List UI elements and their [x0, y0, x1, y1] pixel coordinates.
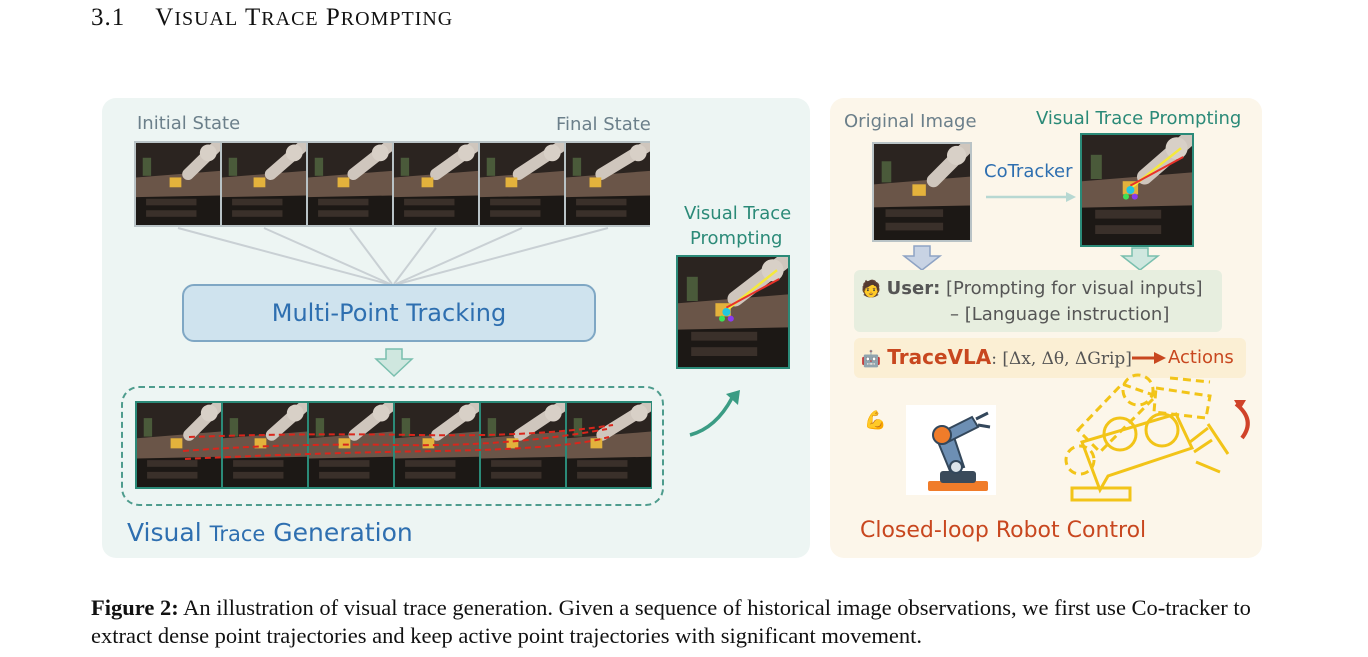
frame-thumbnail	[222, 143, 306, 225]
section-number: 3.1	[91, 4, 126, 31]
heading-p: P	[325, 4, 341, 31]
heading-v-rest: ISUAL	[174, 8, 239, 30]
heading-p-rest: ROMPTING	[340, 8, 454, 30]
original-image-label: Original Image	[844, 111, 977, 132]
frame-thumbnail	[566, 143, 650, 225]
trace-generation-box	[121, 386, 664, 506]
robot-scene-photo	[874, 142, 972, 240]
cotracker-label: CoTracker	[984, 161, 1073, 182]
robot-scene-photo	[1082, 132, 1195, 245]
robot-scene-photo	[136, 143, 220, 225]
tracevla-line: 🤖 TraceVLA: [Δx, Δθ, ΔGrip]	[861, 345, 1132, 369]
robot-scene-photo	[678, 254, 791, 367]
trace-down-arrow-icon	[1119, 247, 1161, 271]
section-heading: 3.1 VISUAL TRACE PROMPTING	[91, 4, 453, 32]
user-laptop-icon: 🧑	[861, 279, 881, 298]
converging-lines	[177, 227, 609, 285]
frame-thumbnail	[480, 143, 564, 225]
tracevla-label: TraceVLA	[887, 345, 992, 369]
figure-caption: Figure 2: An illustration of visual trac…	[91, 594, 1291, 650]
tracevla-box	[854, 338, 1246, 378]
original-image-frame	[872, 142, 972, 242]
generation-visual: Visual	[127, 518, 202, 547]
user-line1-text: [Prompting for visual inputs]	[946, 278, 1203, 299]
tracking-label: Multi-Point Tracking	[271, 299, 507, 327]
prompt-label-line2: Prompting	[690, 228, 783, 249]
heading-t: T	[245, 4, 262, 31]
frame-thumbnail	[481, 403, 565, 487]
caption-text: An illustration of visual trace generati…	[91, 595, 1251, 648]
robot-arm-sketch	[1064, 373, 1250, 502]
closed-loop-title: Closed-loop Robot Control	[860, 518, 1147, 543]
generation-word: Generation	[273, 518, 413, 547]
original-down-arrow-icon	[901, 245, 943, 271]
robot-scene-photo	[481, 403, 565, 487]
left-prompt-frame	[676, 254, 791, 369]
robot-scene-photo	[137, 403, 221, 487]
visual-trace-prompting-label: Visual Trace Prompting	[1036, 108, 1242, 129]
user-label: User:	[886, 278, 941, 299]
robot-scene-photo	[394, 143, 478, 225]
left-panel-connectors	[177, 227, 740, 437]
trace-overlay	[182, 424, 614, 460]
robot-scene-photo	[480, 143, 564, 225]
robot-scene-photo	[223, 403, 307, 487]
initial-frame-strip	[134, 141, 650, 227]
robot-head-icon: 🤖	[861, 349, 881, 368]
cotracker-arrow-icon	[1066, 192, 1076, 202]
user-prompt-box	[854, 270, 1222, 332]
frame-thumbnail	[567, 403, 651, 487]
curved-arrow-icon	[689, 397, 734, 437]
multi-point-tracking-box: Multi-Point Tracking	[182, 284, 596, 342]
visual-trace-frame	[1080, 132, 1195, 247]
tracking-down-arrow-icon	[374, 348, 414, 378]
final-state-label: Final State	[556, 114, 651, 135]
flexed-arm-icon: 💪	[864, 410, 887, 431]
robot-scene-photo	[567, 403, 651, 487]
actions-label: Actions	[1168, 347, 1234, 368]
robot-scene-photo	[566, 143, 650, 225]
caption-lead: Figure 2:	[91, 595, 179, 620]
generation-title: Visual Trace Generation	[127, 518, 413, 547]
frame-thumbnail	[223, 403, 307, 487]
actions-arrow-icon	[1132, 352, 1166, 364]
generation-trace: Trace	[209, 522, 266, 546]
frame-thumbnail	[136, 143, 220, 225]
heading-t-rest: RACE	[261, 8, 319, 30]
user-line2: – [Language instruction]	[950, 304, 1170, 325]
robot-scene-photo	[308, 143, 392, 225]
right-panel-connectors	[901, 192, 1161, 271]
frame-thumbnail	[308, 143, 392, 225]
user-line1: 🧑 User: [Prompting for visual inputs]	[861, 278, 1203, 299]
robot-scene-photo	[222, 143, 306, 225]
tracevla-formula: : [Δx, Δθ, ΔGrip]	[991, 349, 1132, 369]
frame-thumbnail	[137, 403, 221, 487]
robot-arm-icon	[906, 405, 996, 495]
initial-state-label: Initial State	[137, 113, 241, 134]
heading-v: V	[155, 4, 175, 31]
prompt-label-line1: Visual Trace	[684, 203, 792, 224]
frame-thumbnail	[394, 143, 478, 225]
rotate-arrow-icon	[1234, 402, 1250, 440]
